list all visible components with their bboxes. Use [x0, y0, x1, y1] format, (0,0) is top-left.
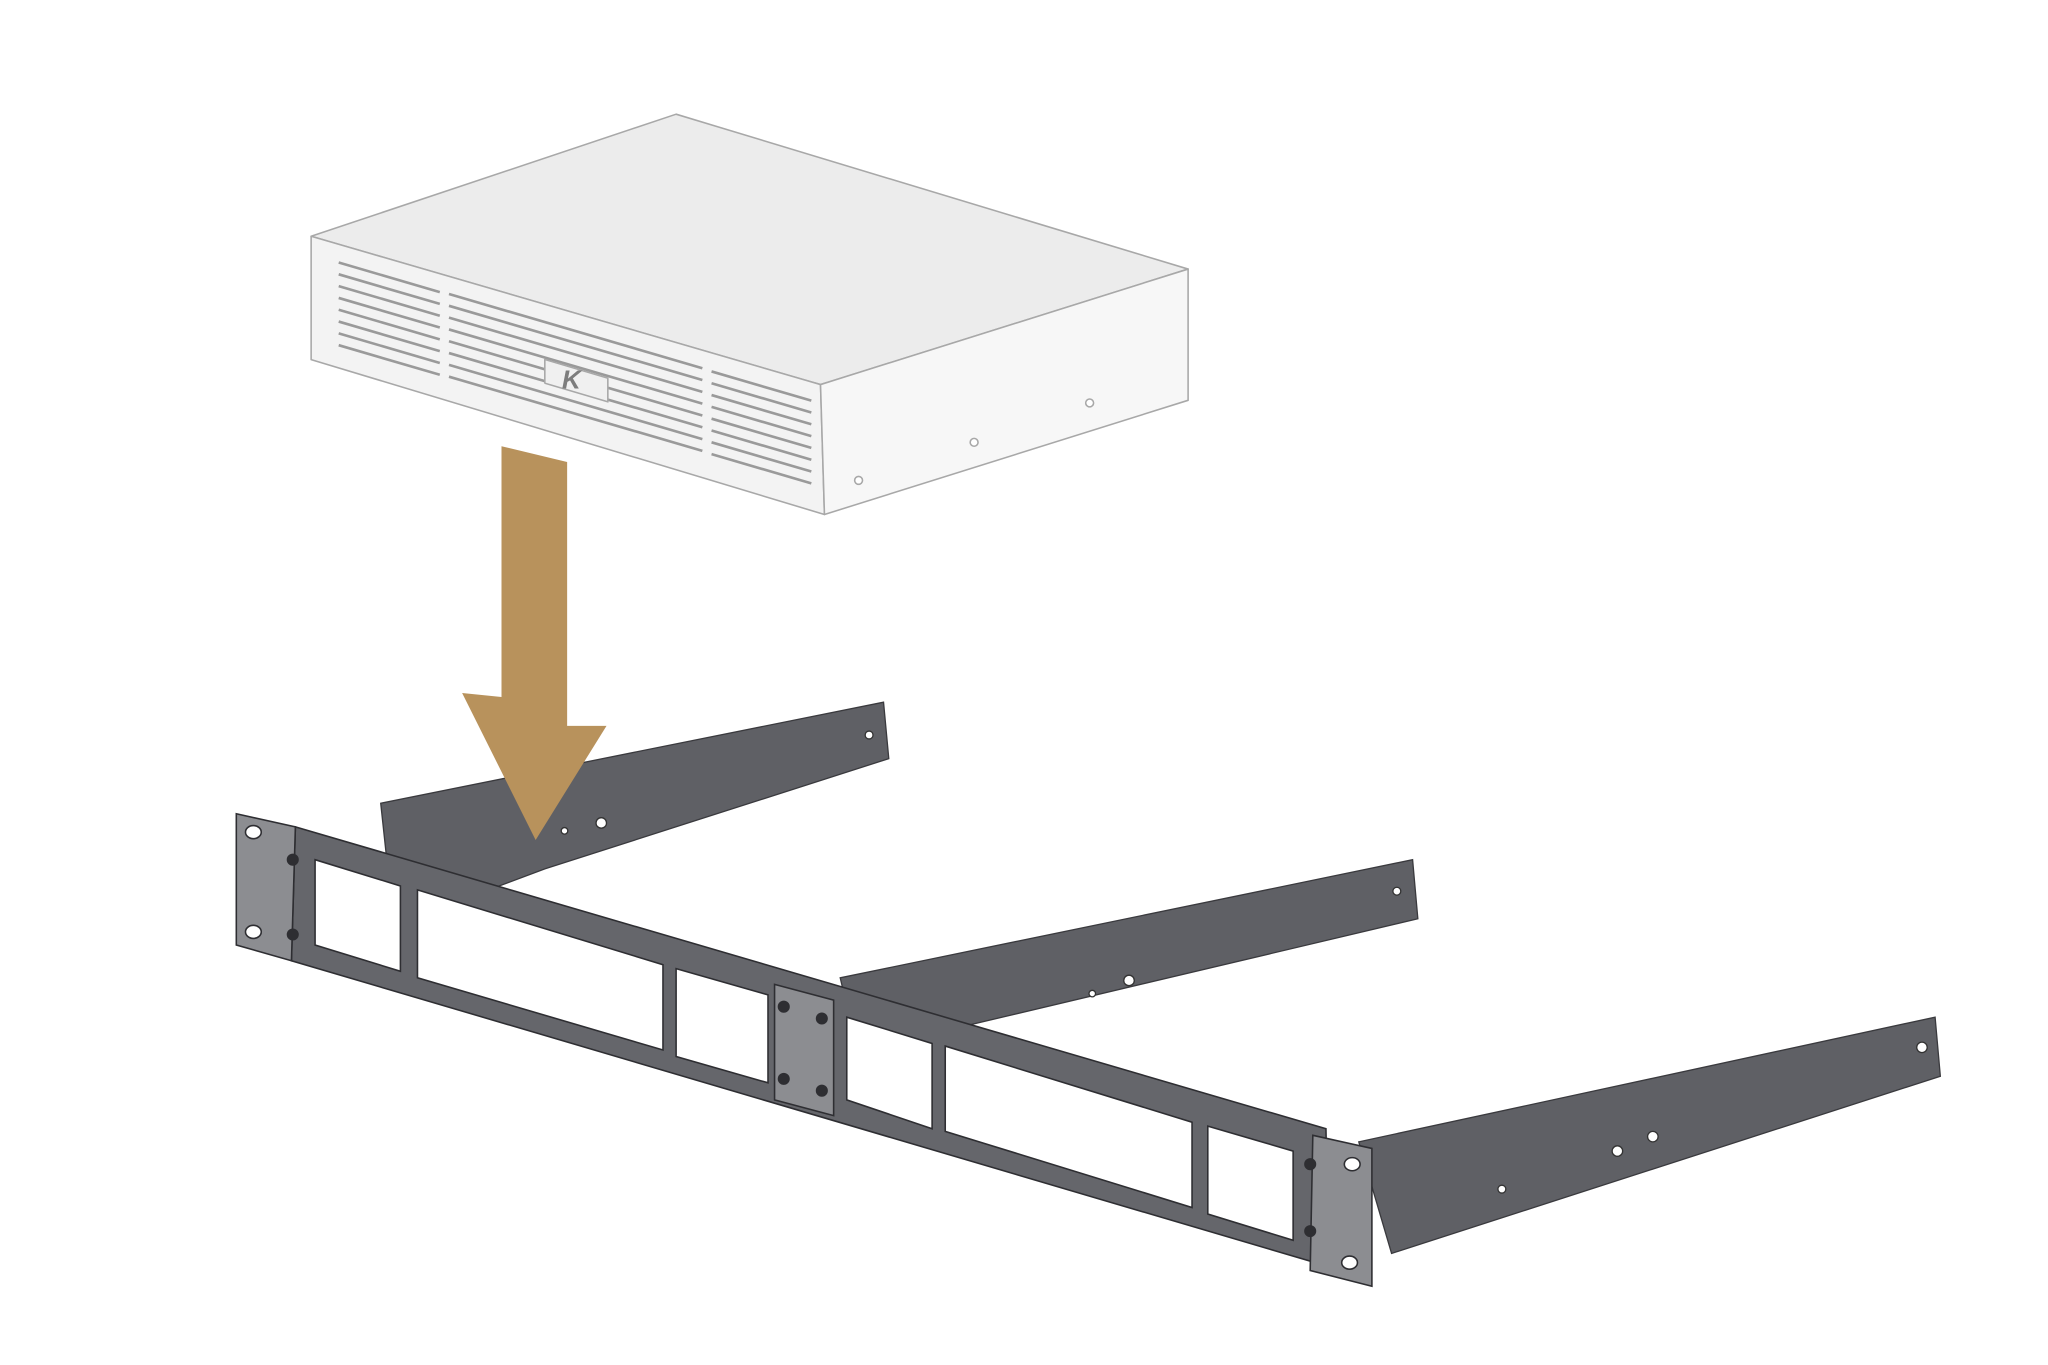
left-rack-ear	[235, 812, 297, 962]
vent-slot	[448, 304, 703, 382]
vent-slots	[338, 261, 812, 485]
screw-hole	[853, 475, 864, 486]
screw-hole	[969, 437, 979, 448]
panel-cutout	[1207, 1125, 1294, 1242]
device-logo: K	[562, 365, 583, 395]
panel-cutout	[944, 1044, 1193, 1209]
vent-slot	[338, 343, 441, 377]
down-arrow	[462, 446, 607, 840]
rack-slot	[1343, 1156, 1361, 1172]
vent-slot	[711, 417, 812, 450]
rack-front-panel	[235, 812, 1373, 1288]
vent-slot	[338, 332, 441, 365]
mounting-arms	[380, 701, 1942, 1255]
vent-slot	[448, 316, 703, 394]
vent-slot	[711, 370, 812, 402]
vent-slot	[711, 441, 812, 473]
vent-slot	[448, 363, 703, 441]
vent-slot	[338, 308, 441, 341]
panel-cutout	[314, 858, 402, 973]
device-unit: K	[310, 113, 1189, 516]
vent-slot	[448, 292, 703, 370]
panel-cutout	[845, 1016, 933, 1130]
rack-slot	[244, 924, 263, 940]
vent-slot	[711, 429, 812, 461]
vent-slot	[338, 296, 441, 329]
logo-badge	[544, 358, 609, 403]
vent-slot	[338, 284, 441, 317]
vent-slot	[448, 375, 703, 453]
vent-slot	[711, 381, 812, 414]
rack-slot	[1340, 1255, 1359, 1270]
vent-slot	[711, 393, 812, 426]
panel-cutout	[416, 888, 664, 1052]
vent-slot	[711, 452, 812, 485]
vent-slot	[711, 405, 812, 438]
vent-slot	[448, 328, 703, 405]
vent-slot	[338, 320, 441, 353]
screw-hole	[1084, 398, 1095, 408]
vent-slot	[338, 273, 441, 306]
rack-slot	[244, 824, 263, 840]
vent-slot	[338, 261, 441, 294]
device-side-face	[819, 268, 1189, 516]
panel-cutout	[675, 967, 769, 1084]
